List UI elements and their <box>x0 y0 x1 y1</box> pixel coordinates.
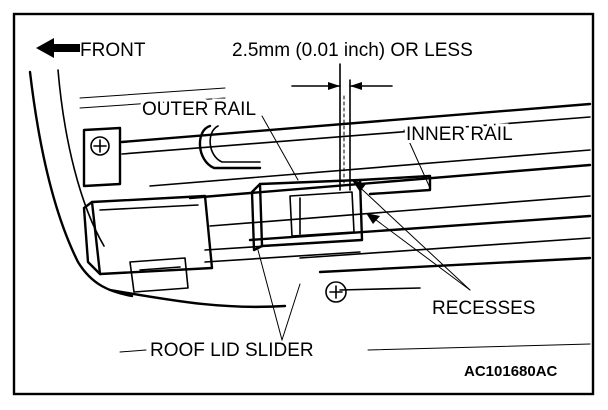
slider-label-line-left <box>119 349 147 353</box>
dimension-arrow-right <box>350 82 362 90</box>
roof-drawing <box>28 69 592 309</box>
inner-rail-label: INNER RAIL <box>406 124 513 145</box>
clearance-label: 2.5mm (0.01 inch) OR LESS <box>232 40 473 61</box>
front-label: FRONT <box>80 40 146 61</box>
front-arrow <box>36 38 80 58</box>
front-arrow-icon <box>36 38 80 58</box>
clearance-dimension <box>291 63 393 191</box>
figure-code: AC101680AC <box>464 363 558 380</box>
recesses-label: RECESSES <box>432 298 535 319</box>
leader-lines <box>257 115 471 341</box>
figure-frame <box>12 12 595 396</box>
dimension-arrow-left <box>328 82 340 90</box>
recess-arrow-lower <box>366 213 380 224</box>
roof-lid-slider-label: ROOF LID SLIDER <box>150 340 314 361</box>
outer-rail-label: OUTER RAIL <box>142 99 256 120</box>
slider-label-line-right <box>367 343 591 351</box>
recess-arrow-upper <box>352 180 366 192</box>
